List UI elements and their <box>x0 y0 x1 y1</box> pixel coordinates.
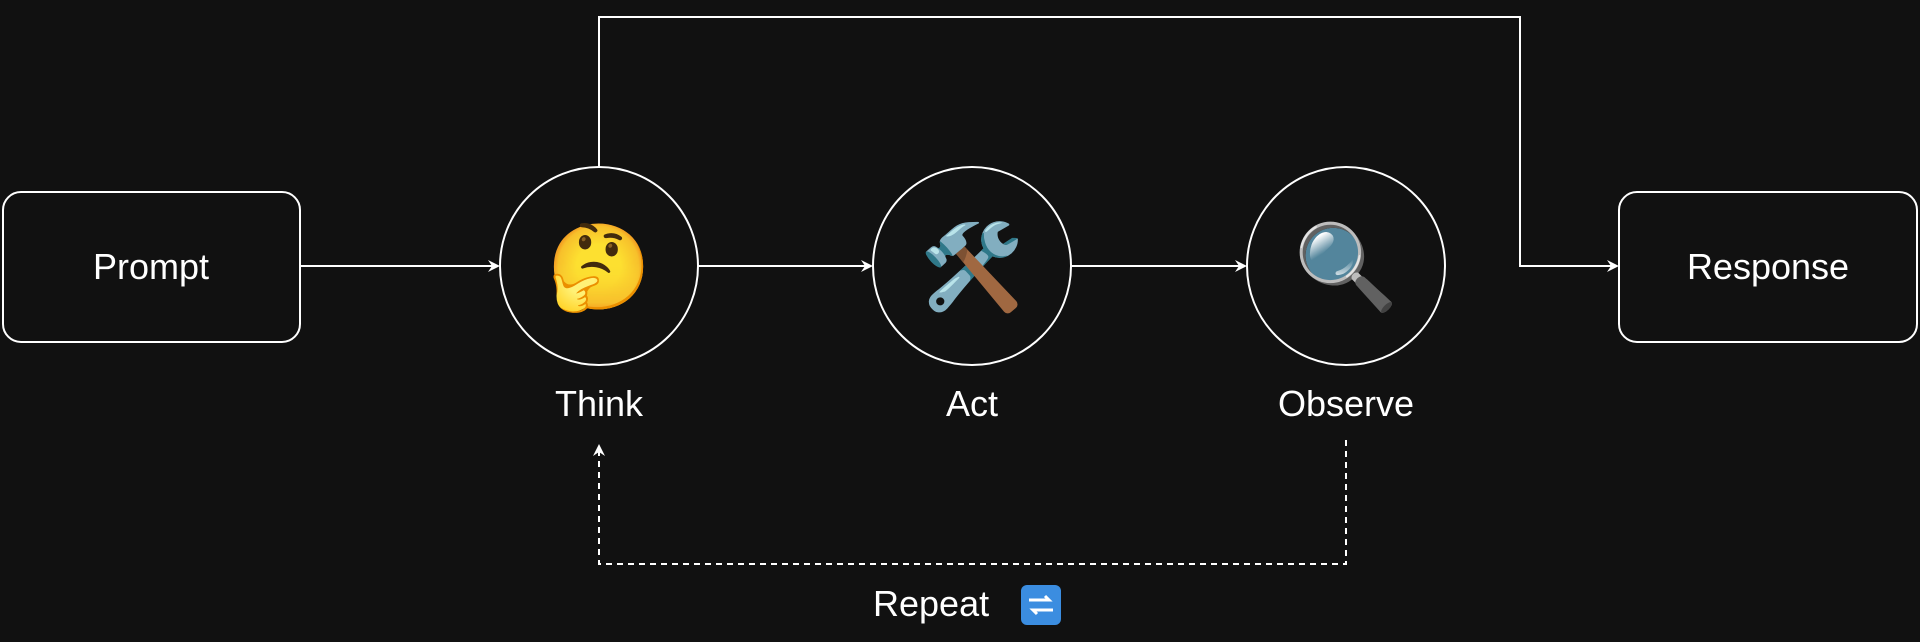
magnifying-glass-icon: 🔍 <box>1294 214 1399 316</box>
edge-observe-think-repeat <box>593 440 1347 565</box>
edge-think-response <box>598 16 1619 272</box>
repeat-arrows-icon <box>1029 594 1053 616</box>
prompt-node: Prompt <box>2 191 301 343</box>
act-label: Act <box>946 383 998 424</box>
response-label: Response <box>1687 246 1849 287</box>
thinking-face-icon: 🤔 <box>547 218 652 316</box>
think-label: Think <box>555 383 644 424</box>
repeat-icon <box>1021 585 1061 625</box>
hammer-wrench-icon: 🛠️ <box>920 217 1025 316</box>
repeat-label-group: Repeat <box>873 583 1061 625</box>
think-node: 🤔 Think <box>499 166 699 424</box>
observe-node: 🔍 Observe <box>1246 166 1446 424</box>
response-node: Response <box>1618 191 1918 343</box>
observe-label: Observe <box>1278 383 1414 424</box>
act-node: 🛠️ Act <box>872 166 1072 424</box>
prompt-label: Prompt <box>93 246 209 287</box>
repeat-label: Repeat <box>873 583 989 624</box>
